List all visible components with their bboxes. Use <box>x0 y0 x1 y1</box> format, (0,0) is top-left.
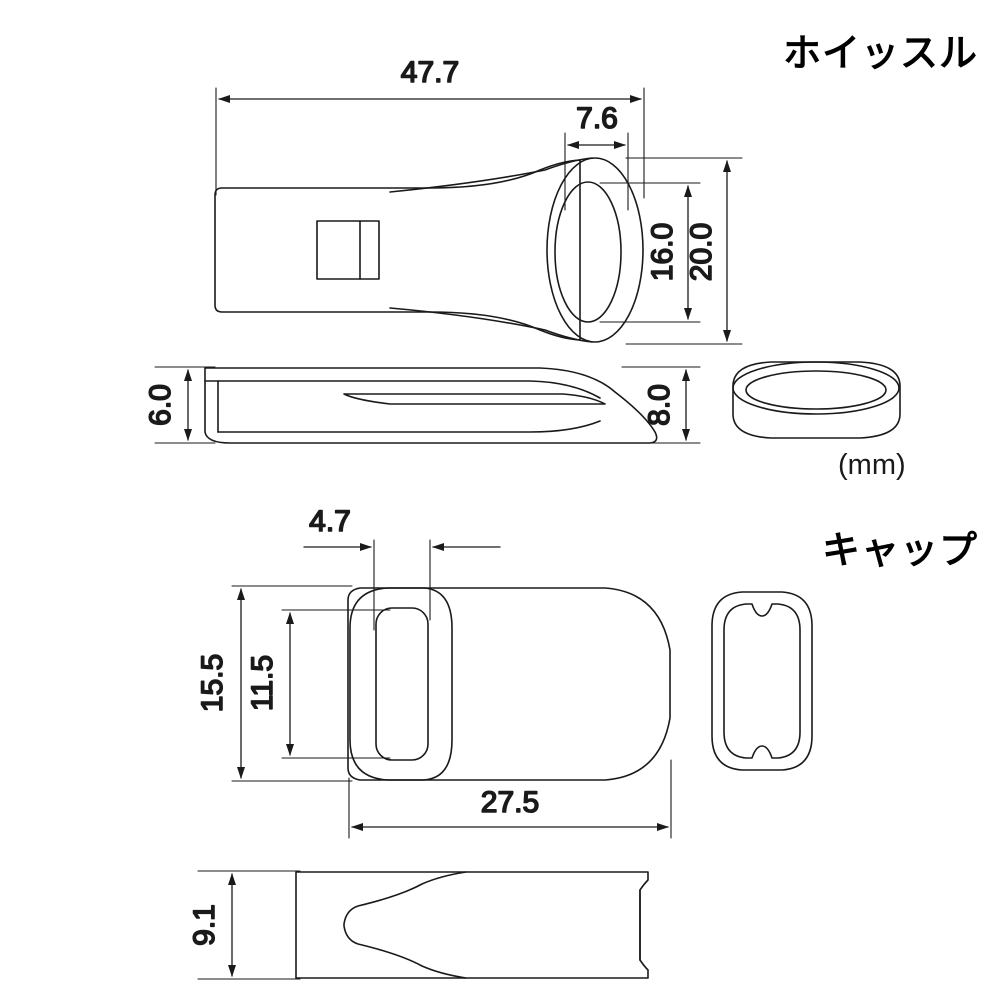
dim-16-0-group: 16.0 <box>599 182 701 323</box>
dim-8-0-group: 8.0 <box>621 366 701 444</box>
whistle-lower-sweep-line <box>389 307 593 343</box>
cap-end-view <box>711 591 813 771</box>
cap-side-view <box>295 871 649 979</box>
dim-label-15-5: 15.5 <box>196 654 229 712</box>
whistle-side-view <box>204 367 658 444</box>
dim-15-5-group: 15.5 <box>195 585 353 782</box>
whistle-end-outer-body <box>732 361 901 439</box>
dim-label-20-0: 20.0 <box>685 223 718 281</box>
cap-end-inner-ring <box>723 603 801 759</box>
cap-collar-inner-slot <box>375 607 429 761</box>
cap-top-view <box>347 587 671 781</box>
dim-label-16-0: 16.0 <box>646 223 679 281</box>
cap-body-outline <box>347 587 671 781</box>
whistle-side-lower-crease <box>217 420 601 433</box>
whistle-body-outline <box>214 159 581 341</box>
cap-collar-outer <box>349 587 453 781</box>
dim-9-1-group: 9.1 <box>187 870 301 980</box>
unit-label: (mm) <box>838 449 906 481</box>
whistle-head-outer-oval <box>546 157 644 343</box>
dim-label-6-0: 6.0 <box>144 384 177 426</box>
whistle-side-outline <box>204 367 658 444</box>
dim-27-5-group: 27.5 <box>348 759 672 839</box>
dim-label-7-6: 7.6 <box>576 102 618 135</box>
whistle-end-inner-oval <box>745 370 887 410</box>
dim-6-0-group: 6.0 <box>143 366 216 444</box>
cap-side-nose-profile <box>343 871 467 979</box>
dim-label-9-1: 9.1 <box>188 904 221 946</box>
dim-4-7-group: 4.7 <box>303 504 501 631</box>
dim-11-5-group: 11.5 <box>245 609 391 759</box>
whistle-end-view <box>732 361 901 439</box>
whistle-slot-rect <box>316 220 380 280</box>
dim-label-11-5: 11.5 <box>246 655 279 711</box>
cap-section-title: キャップ <box>821 528 978 572</box>
dim-label-27-5: 27.5 <box>481 786 539 819</box>
whistle-section-title: ホイッスル <box>782 31 978 75</box>
whistle-top-view <box>214 157 644 343</box>
whistle-upper-sweep-line <box>389 157 593 193</box>
whistle-end-outer-oval <box>732 361 900 415</box>
whistle-side-upper-crease <box>204 380 601 399</box>
dim-label-47-7: 47.7 <box>401 56 459 89</box>
whistle-side-slit <box>343 393 606 405</box>
dim-7-6-group: 7.6 <box>564 101 629 211</box>
dim-47-7-group: 47.7 <box>215 55 645 199</box>
whistle-head-inner-oval <box>554 181 622 323</box>
cap-side-outline <box>295 871 649 979</box>
dim-label-4-7: 4.7 <box>309 505 351 538</box>
cap-end-outer-ring <box>711 591 813 771</box>
dim-label-8-0: 8.0 <box>643 384 676 426</box>
dim-20-0-group: 20.0 <box>625 157 743 345</box>
